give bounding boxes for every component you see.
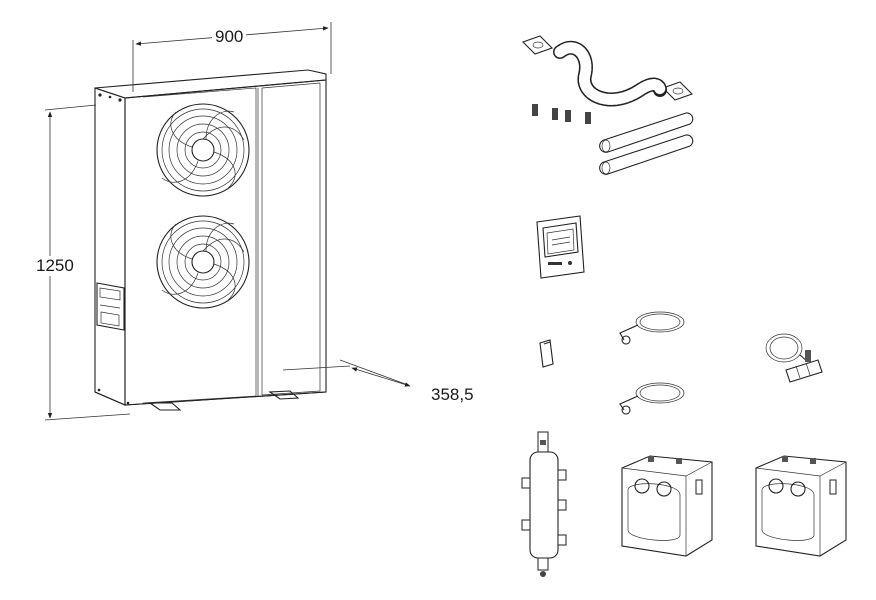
flexible-hoses bbox=[532, 104, 591, 171]
hydraulic-separator bbox=[521, 431, 567, 577]
hydraulic-module-2 bbox=[755, 455, 847, 557]
sensor-with-valve bbox=[765, 333, 823, 383]
room-thermostat bbox=[536, 215, 585, 279]
insulation-tubes bbox=[599, 112, 694, 175]
flexible-duct-kit bbox=[521, 35, 694, 107]
temperature-probe-1 bbox=[619, 311, 685, 345]
height-dimension-label: 1250 bbox=[33, 256, 77, 276]
fan-grille-lower bbox=[156, 215, 250, 309]
outdoor-heat-pump-unit bbox=[94, 69, 327, 411]
width-dimension-label: 900 bbox=[212, 27, 247, 47]
hydraulic-module-1 bbox=[621, 455, 713, 557]
dimension-lines bbox=[44, 22, 411, 421]
fan-grille-upper bbox=[156, 103, 250, 197]
temperature-probe-2 bbox=[619, 382, 685, 415]
depth-dimension-label: 358,5 bbox=[428, 385, 477, 405]
outdoor-sensor bbox=[539, 339, 554, 368]
